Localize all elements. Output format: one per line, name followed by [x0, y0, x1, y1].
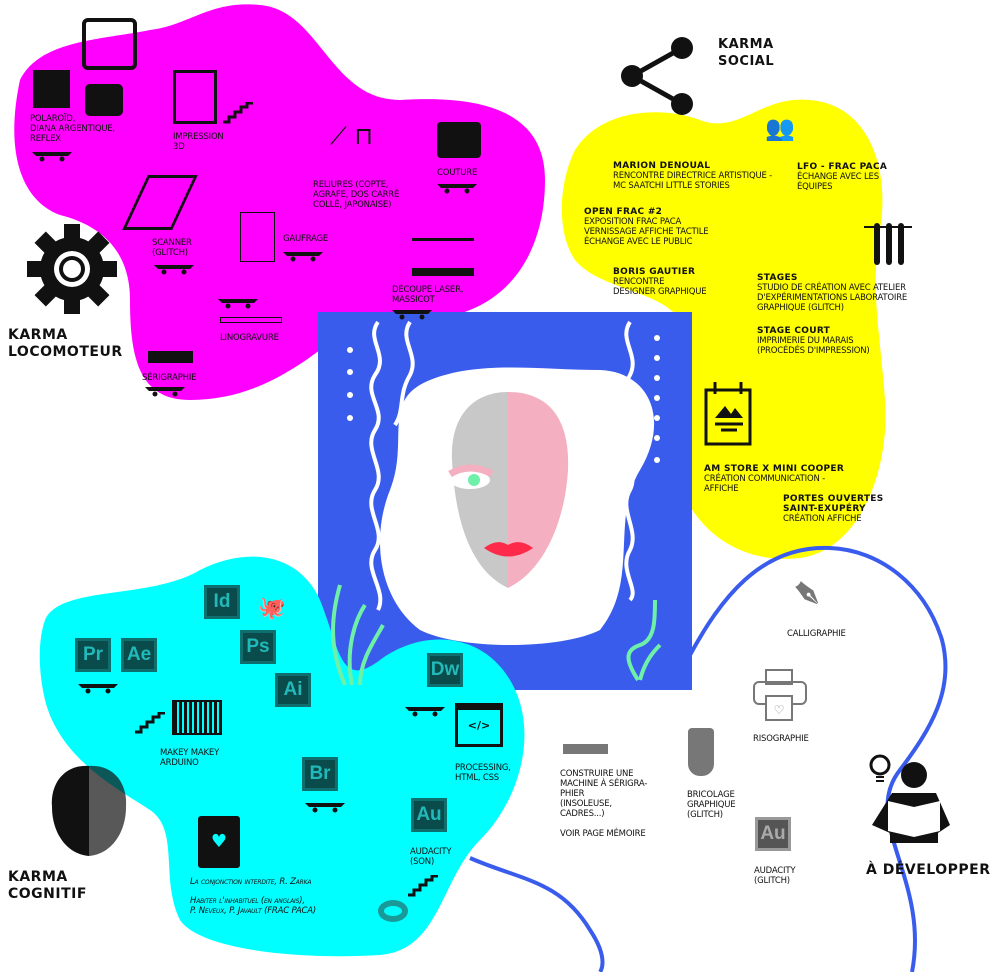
dreamweaver-icon: Dw: [427, 653, 463, 687]
item-label: AUDACITY (SON): [410, 847, 452, 867]
blender-icon: [378, 900, 408, 922]
after-effects-icon: Ae: [121, 638, 157, 672]
item-label: LINOGRAVURE: [220, 333, 279, 343]
reflex-icon: [85, 84, 123, 116]
social-desc: EXPOSITION FRAC PACA VERNISSAGE AFFICHE …: [584, 217, 709, 247]
locomoteur-title: KARMA LOCOMOTEUR: [8, 327, 123, 360]
polaroid-icon: [33, 70, 70, 108]
skateboard-icon: [283, 252, 323, 262]
stairs-icon: [408, 875, 440, 897]
social-desc: STUDIO DE CRÉATION AVEC ATELIER D'EXPÉRI…: [757, 283, 908, 313]
item-label: PROCESSING, HTML, CSS: [455, 763, 511, 783]
item-label: CALLIGRAPHIE: [787, 629, 846, 639]
camera-icon: [82, 18, 137, 70]
octopus-icon: 🐙: [258, 596, 286, 621]
seaweed: [331, 584, 662, 686]
item-label: COUTURE: [437, 168, 478, 178]
people-chat-icon: 👥: [765, 114, 795, 142]
glitch-hand-icon: [688, 728, 714, 776]
premiere-icon: Pr: [75, 638, 111, 672]
squeegee-icon: [148, 318, 193, 363]
skateboard-icon: [78, 684, 118, 694]
social-desc: IMPRIMERIE DU MARAIS (PROCÉDÉS D'IMPRESS…: [757, 336, 870, 356]
social-desc: CRÉATION COMMUNICATION - AFFICHE: [704, 474, 826, 494]
dots: [347, 335, 660, 463]
poster-icon: [704, 382, 752, 446]
wave-lines: [369, 320, 635, 611]
illustrator-icon: Ai: [275, 673, 311, 707]
skateboard-icon: [305, 803, 345, 813]
bridge-icon: Br: [302, 757, 338, 791]
book-title: Habiter l'inhabituel (en anglais), P. Ne…: [190, 896, 317, 916]
social-desc: RENCONTRE DIRECTRICE ARTISTIQUE - MC SAA…: [613, 171, 773, 191]
stairs-icon: [223, 102, 255, 124]
document-embossing-icon: [240, 212, 275, 262]
social-title: KARMA SOCIAL: [718, 37, 775, 69]
item-label: GAUFRAGE: [283, 234, 329, 244]
binding-needle-icon: ⟋ ⊓: [330, 122, 374, 150]
lino-tool-icon: [220, 317, 282, 323]
item-label: DÉCOUPE LASER, MASSICOT: [392, 285, 464, 305]
item-label: SCANNER (GLITCH): [152, 238, 192, 258]
audition-icon: Au: [755, 817, 791, 851]
social-name: BORIS GAUTIER: [613, 267, 696, 277]
code-window-icon: </>: [455, 703, 503, 747]
social-name: MARION DENOUAL: [613, 161, 711, 171]
share-icon: [621, 37, 693, 115]
developper-title: À DÉVELOPPER: [866, 862, 991, 878]
social-name: OPEN FRAC #2: [584, 207, 663, 217]
social-name: STAGES: [757, 273, 798, 283]
brain-icon: [51, 765, 127, 856]
item-label: MAKEY MAKEY ARDUINO: [160, 748, 220, 768]
item-label: SÉRIGRAPHIE: [142, 373, 197, 383]
audition-icon: Au: [411, 798, 447, 832]
laser-cutter-icon: [412, 238, 474, 276]
photoshop-icon: Ps: [240, 630, 276, 664]
makey-makey-board-icon: [172, 700, 222, 735]
squeegee-icon: [563, 712, 608, 754]
social-name: AM STORE X MINI COOPER: [704, 464, 845, 474]
books-icon: ♥: [198, 816, 240, 868]
blob-locomoteur: [14, 4, 546, 400]
skateboard-icon: [405, 707, 445, 717]
test-tubes-icon: [864, 223, 912, 265]
item-label: CONSTRUIRE UNE MACHINE À SÉRIGRA- PHIER …: [560, 769, 648, 819]
social-desc: CRÉATION AFFICHE: [783, 514, 862, 524]
indesign-icon: Id: [204, 585, 240, 619]
face: [448, 392, 569, 588]
social-name: PORTES OUVERTES SAINT-EXUPÉRY: [783, 494, 884, 514]
skateboard-icon: [154, 265, 194, 275]
item-label: IMPRESSION 3D: [173, 132, 224, 152]
item-label: RELIURES (COPTE, AGRAFE, DOS CARRÉ COLLÉ…: [313, 180, 400, 210]
social-name: LFO - FRAC PACA: [797, 162, 888, 172]
3d-printer-icon: [173, 70, 217, 124]
gear-icon: [27, 224, 117, 314]
blob-cognitif: [39, 556, 525, 957]
item-label: RISOGRAPHIE: [753, 734, 809, 744]
item-label: AUDACITY (GLITCH): [754, 866, 796, 886]
item-label: BRICOLAGE GRAPHIQUE (GLITCH): [687, 790, 736, 820]
skateboard-icon: [392, 310, 432, 320]
book-title: La conjonction interdite, R. Zarka: [190, 877, 312, 887]
item-label: POLAROÏD, DIANA ARGENTIQUE, REFLEX: [30, 114, 116, 144]
social-name: STAGE COURT: [757, 326, 831, 336]
skateboard-icon: [32, 152, 72, 162]
social-desc: ÉCHANGE AVEC LES ÉQUIPES: [797, 172, 879, 192]
stairs-icon: [135, 712, 167, 734]
skateboard-icon: [145, 387, 185, 397]
svg-text:♡: ♡: [774, 703, 785, 717]
reader-lightbulb-icon: [869, 754, 950, 843]
sewing-machine-icon: [437, 122, 481, 158]
item-label: VOIR PAGE MÉMOIRE: [560, 829, 646, 839]
skateboard-icon: [437, 184, 477, 194]
social-desc: RENCONTRE DESIGNER GRAPHIQUE: [613, 277, 707, 297]
printer-heart-icon: ♡: [753, 669, 807, 721]
skateboard-icon: [218, 299, 258, 309]
cognitif-title: KARMA COGNITIF: [8, 869, 87, 902]
blob-social: [561, 99, 886, 559]
